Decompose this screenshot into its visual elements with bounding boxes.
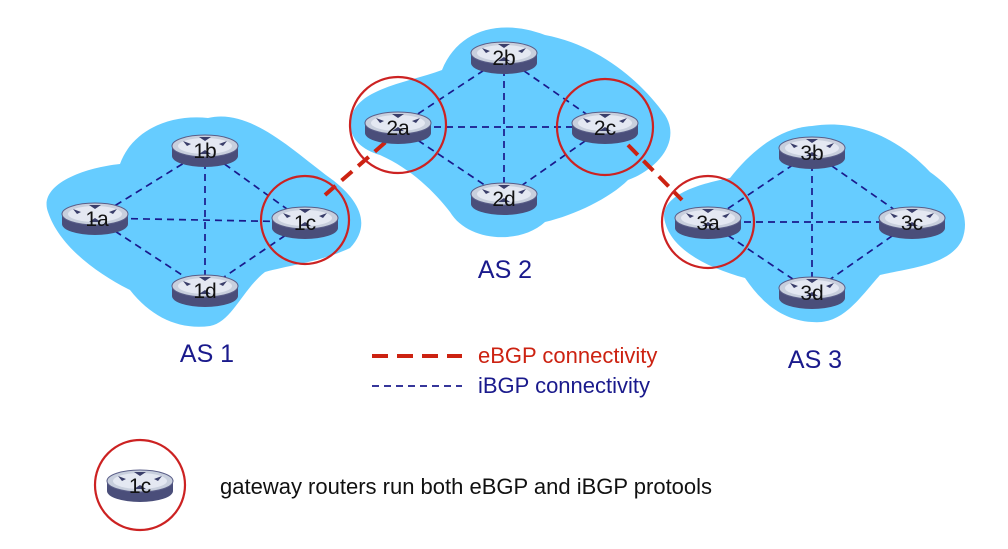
as2-cloud bbox=[350, 27, 671, 238]
router-1d: 1d bbox=[171, 274, 239, 308]
ibgp-legend-label: iBGP connectivity bbox=[478, 373, 650, 398]
footnote-gateway-ring bbox=[93, 438, 187, 532]
svg-text:2c: 2c bbox=[594, 117, 616, 140]
footnote-text: gateway routers run both eBGP and iBGP p… bbox=[220, 474, 712, 499]
svg-text:1d: 1d bbox=[193, 280, 216, 303]
svg-text:2d: 2d bbox=[492, 188, 515, 211]
router-1c: 1c bbox=[271, 206, 339, 240]
ebgp-links bbox=[323, 138, 684, 202]
router-2d: 2d bbox=[470, 182, 538, 216]
router-2b: 2b bbox=[470, 41, 538, 75]
footnote-router-label: 1c bbox=[129, 475, 151, 498]
gateway-rings bbox=[259, 75, 756, 270]
router-3b: 3b bbox=[778, 136, 846, 170]
gateway-footnote: 1c gateway routers run both eBGP and iBG… bbox=[93, 438, 712, 532]
legend: eBGP connectivity iBGP connectivity bbox=[372, 343, 657, 398]
svg-text:3c: 3c bbox=[901, 212, 923, 235]
svg-text:1a: 1a bbox=[85, 208, 109, 231]
svg-text:3a: 3a bbox=[696, 212, 720, 235]
as3-cloud bbox=[664, 124, 966, 323]
svg-text:3d: 3d bbox=[800, 282, 823, 305]
svg-text:1c: 1c bbox=[294, 212, 316, 235]
svg-text:3b: 3b bbox=[800, 142, 823, 165]
svg-text:2b: 2b bbox=[492, 47, 515, 70]
svg-text:2a: 2a bbox=[386, 117, 410, 140]
as1-label: AS 1 bbox=[180, 340, 234, 368]
router-1b: 1b bbox=[171, 134, 239, 168]
as1-cloud bbox=[46, 116, 362, 327]
router-2c: 2c bbox=[571, 111, 639, 145]
router-2a: 2a bbox=[364, 111, 432, 145]
router-3d: 3d bbox=[778, 276, 846, 310]
svg-text:1b: 1b bbox=[193, 140, 216, 163]
router-1a: 1a bbox=[61, 202, 129, 236]
router-3c: 3c bbox=[878, 206, 946, 240]
router-3a: 3a bbox=[674, 206, 742, 240]
as3-label: AS 3 bbox=[788, 346, 842, 374]
as2-label: AS 2 bbox=[478, 256, 532, 284]
ebgp-legend-label: eBGP connectivity bbox=[478, 343, 657, 368]
